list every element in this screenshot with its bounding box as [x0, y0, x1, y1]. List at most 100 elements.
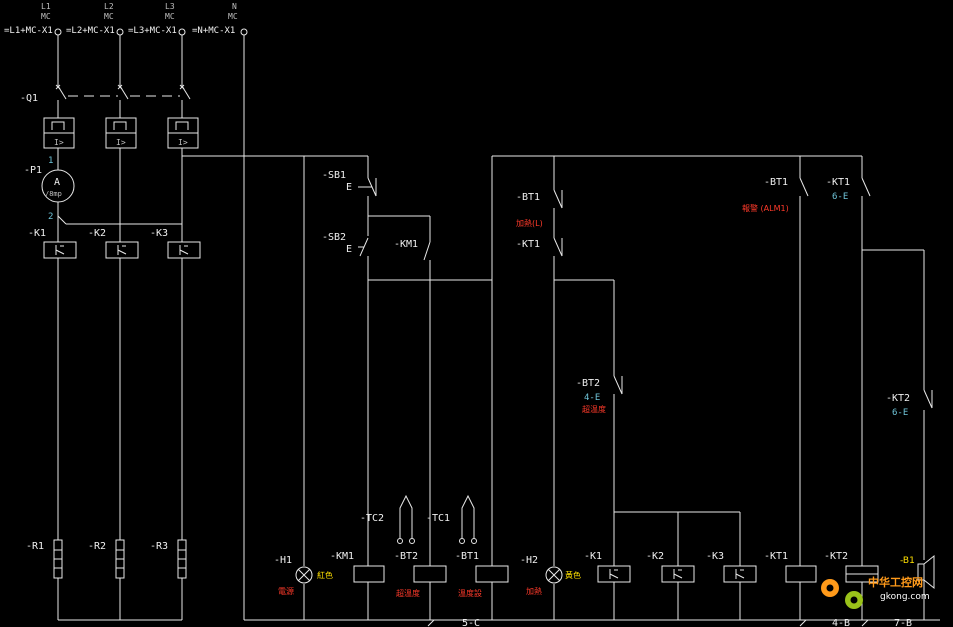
svg-text:-K1: -K1: [28, 228, 46, 239]
svg-text:加熱: 加熱: [526, 586, 542, 596]
svg-text:MC: MC: [228, 12, 238, 21]
contact-bt1-alarm: -BT1 報警 (ALM1): [742, 177, 809, 213]
coil-km1: -KM1: [330, 551, 385, 583]
svg-text:=L2+MC-X1: =L2+MC-X1: [66, 26, 115, 36]
no-contact-icon: [358, 237, 369, 257]
pushbutton-sb1: -SB1 E: [322, 170, 377, 197]
svg-text:6-E: 6-E: [832, 192, 848, 202]
contact-kt1-right: -KT1 6-E: [826, 177, 871, 202]
no-contact-icon: [423, 241, 431, 261]
svg-text:-K2: -K2: [88, 228, 106, 239]
svg-text:-BT1: -BT1: [764, 177, 788, 188]
svg-text:=L3+MC-X1: =L3+MC-X1: [128, 26, 177, 36]
svg-text:-TC2: -TC2: [360, 513, 384, 524]
svg-text:L3: L3: [165, 2, 175, 11]
svg-text:-R3: -R3: [150, 541, 168, 552]
svg-text:-KT2: -KT2: [886, 393, 910, 404]
svg-text:-H1: -H1: [274, 555, 292, 566]
thermal-trip-blocks: I> I> I>: [43, 117, 199, 149]
svg-text:-TC1: -TC1: [426, 513, 450, 524]
svg-text:MC: MC: [104, 12, 114, 21]
svg-text:I>: I>: [116, 138, 126, 147]
svg-text:1: 1: [48, 156, 53, 166]
contact-km1: -KM1: [394, 239, 431, 261]
svg-text:-BT1: -BT1: [455, 551, 479, 562]
nc-contact-icon: [358, 177, 377, 197]
svg-text:L2: L2: [104, 2, 114, 11]
svg-text:E: E: [346, 244, 352, 255]
svg-text:I>: I>: [54, 138, 64, 147]
svg-text:5-C: 5-C: [462, 618, 480, 627]
svg-text:紅色: 紅色: [317, 570, 333, 580]
svg-text:-B1: -B1: [900, 556, 915, 566]
heater-r1: -R1: [26, 539, 63, 579]
contact-kt2: -KT2 6-E: [886, 389, 933, 418]
thermocouple-icon: [461, 494, 475, 538]
svg-text:-BT2: -BT2: [576, 378, 600, 389]
contact-bt1: -BT1 加熱(L): [516, 189, 563, 228]
ammeter-icon: [41, 169, 75, 203]
coil-kt1: -KT1: [764, 551, 817, 583]
coil-bt2: -BT2 超溫度: [394, 551, 447, 598]
thermocouple-icon: [399, 494, 413, 538]
svg-text:中华工控网: 中华工控网: [868, 575, 923, 589]
svg-text:MC: MC: [41, 12, 51, 21]
terminal-l2: L2 MC =L2+MC-X1: [66, 2, 124, 36]
contact-bt2: -BT2 4-E 超温度: [576, 375, 623, 414]
nc-contact-icon: [923, 389, 933, 409]
svg-text:4-E: 4-E: [584, 393, 600, 403]
svg-text:-KT2: -KT2: [824, 551, 848, 562]
circuit-breaker-icon: [55, 84, 191, 100]
contact-kt1: -KT1: [516, 237, 563, 257]
lamp-h2: -H2 黃色 加熱: [520, 555, 581, 596]
nc-contact-icon: [553, 237, 563, 257]
gear-icon: [821, 579, 863, 609]
svg-text:-R2: -R2: [88, 541, 106, 552]
heater-r3: -R3: [150, 539, 187, 579]
svg-text:6-E: 6-E: [892, 408, 908, 418]
svg-text:I>: I>: [178, 138, 188, 147]
power-wires: [57, 35, 940, 621]
lamp-icon: [297, 568, 311, 582]
coil-k2: -K2: [646, 551, 695, 583]
svg-text:7-B: 7-B: [894, 618, 912, 627]
svg-text:2: 2: [48, 212, 53, 222]
svg-text:-K1: -K1: [584, 551, 602, 562]
heater-r2: -R2: [88, 539, 125, 579]
coil-k1: -K1: [584, 551, 631, 583]
buzzer-b1: -B1: [900, 554, 935, 590]
contactor-main-k2: -K2: [88, 228, 139, 259]
svg-text:=N+MC-X1: =N+MC-X1: [192, 26, 235, 36]
svg-text:-H2: -H2: [520, 555, 538, 566]
ammeter-p1: -P1 1 A /8mp 2: [24, 156, 75, 222]
svg-text:-K2: -K2: [646, 551, 664, 562]
thermocouple-tc2: -TC2: [360, 494, 415, 544]
nc-contact-icon: [553, 189, 563, 209]
coil-bt1: -BT1 溫度設: [455, 551, 509, 598]
watermark: 中华工控网 gkong.com: [821, 575, 930, 609]
buzzer-icon: [923, 554, 935, 590]
coil-kt2: -KT2: [824, 551, 879, 583]
terminal-n: N MC =N+MC-X1: [192, 2, 248, 36]
svg-text:-KM1: -KM1: [394, 239, 418, 250]
svg-text:-KT1: -KT1: [826, 177, 850, 188]
svg-text:報警 (ALM1): 報警 (ALM1): [742, 203, 789, 213]
svg-text:-K3: -K3: [150, 228, 168, 239]
cross-reference-5c: 5-C: [427, 618, 480, 627]
coil-k3: -K3: [706, 551, 757, 583]
cross-reference-4b: 4-B: [799, 618, 850, 627]
svg-text:黃色: 黃色: [565, 570, 581, 580]
control-wires: [182, 155, 925, 620]
svg-text:-SB1: -SB1: [322, 170, 346, 181]
no-contact-icon: [799, 177, 809, 197]
svg-text:-BT1: -BT1: [516, 192, 540, 203]
svg-text:L1: L1: [41, 2, 51, 11]
svg-text:超溫度: 超溫度: [396, 588, 420, 598]
svg-text:-P1: -P1: [24, 165, 42, 176]
terminal-l3: L3 MC =L3+MC-X1: [128, 2, 186, 36]
lamp-icon: [547, 568, 561, 582]
svg-text:MC: MC: [165, 12, 175, 21]
cross-reference-7b: 7-B: [861, 618, 912, 627]
svg-text:-KT1: -KT1: [516, 239, 540, 250]
breaker-q1: -Q1 I> I> I>: [20, 84, 199, 149]
